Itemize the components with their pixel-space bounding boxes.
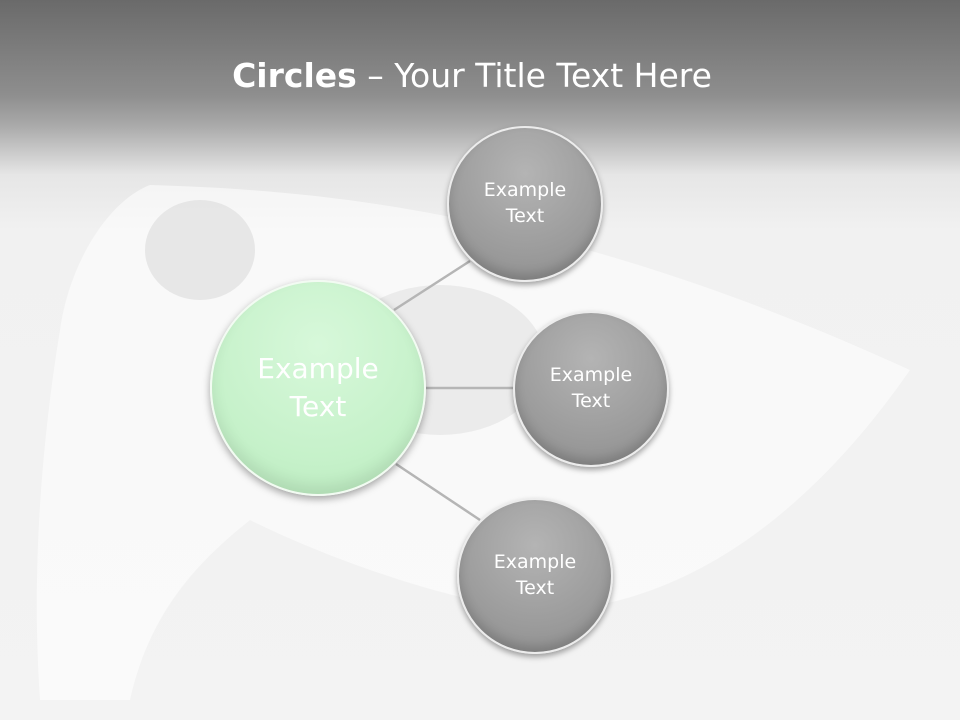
connector-line-bottom <box>395 462 481 522</box>
slide-title: Circles – Your Title Text Here <box>0 54 944 98</box>
node-circle-middle: Example Text <box>513 311 669 467</box>
node-circle-bottom-label: Example Text <box>493 551 577 599</box>
center-circle-label: Example Text <box>257 352 379 423</box>
connector-line-top <box>393 259 471 312</box>
title-bold-part: Circles <box>232 56 357 95</box>
node-circle-bottom: Example Text <box>457 498 613 654</box>
node-circle-middle-label: Example Text <box>549 364 633 412</box>
node-circle-top: Example Text <box>447 126 603 282</box>
center-circle: Example Text <box>210 280 426 496</box>
title-rest-part: – Your Title Text Here <box>356 56 712 95</box>
node-circle-top-label: Example Text <box>483 179 567 227</box>
